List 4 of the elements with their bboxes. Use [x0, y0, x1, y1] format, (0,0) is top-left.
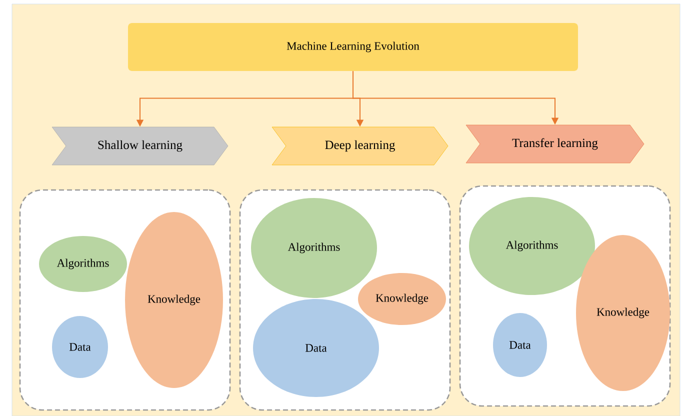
title-box: Machine Learning Evolution	[128, 23, 578, 71]
chevron-box: Deep learning	[272, 126, 448, 166]
chevron-box: Shallow learning	[52, 126, 228, 166]
chevron-box: Transfer learning	[466, 124, 644, 164]
